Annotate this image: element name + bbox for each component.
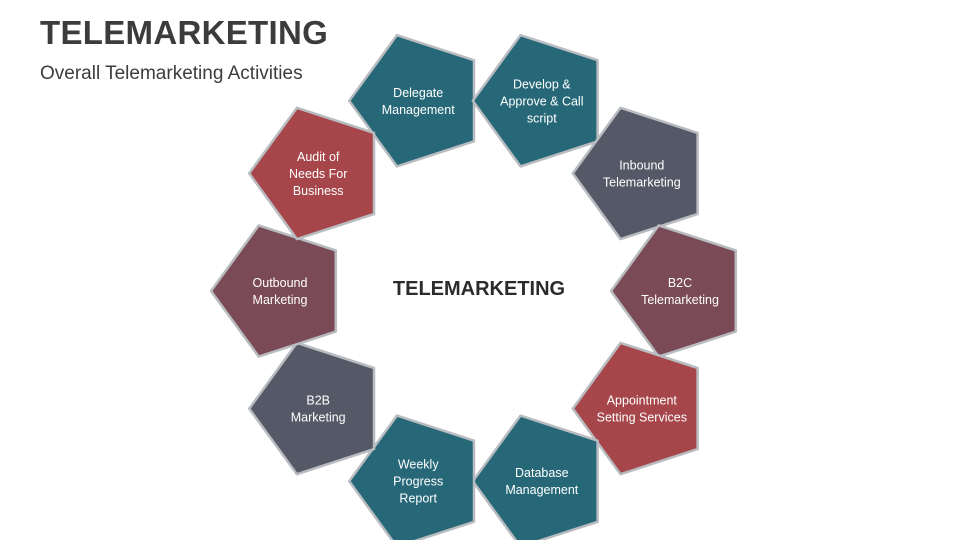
pentagon-label-line: Progress (393, 475, 443, 489)
pentagon-label-line: B2B (306, 394, 330, 408)
pentagon-shape (571, 106, 699, 241)
pentagon-label-line: Delegate (393, 86, 443, 100)
pentagon-shape (471, 33, 599, 168)
pentagon-shape (471, 414, 599, 540)
pentagon-label-line: Marketing (253, 293, 308, 307)
pentagon-shape (247, 341, 376, 476)
pentagon-label-line: Appointment (607, 394, 678, 408)
pentagon-label-line: Weekly (398, 458, 440, 472)
pentagon-label-line: Marketing (291, 411, 346, 425)
pentagon-label-line: Management (382, 103, 455, 117)
pentagon-label-line: Report (399, 492, 437, 506)
pentagon-label: B2C Telemarketing (641, 276, 719, 307)
pentagon-label-line: Develop & (513, 77, 571, 91)
pentagon-shape (247, 106, 376, 241)
pentagon-shape (609, 224, 738, 358)
pentagon-label-line: script (527, 111, 557, 125)
pentagon-label-line: Approve & Call (500, 94, 583, 108)
pentagon-label-line: Setting Services (597, 411, 687, 425)
center-label: TELEMARKETING (393, 278, 565, 300)
pentagon-shape (209, 224, 338, 358)
pentagon-label-line: B2C (668, 276, 692, 290)
pentagon-label-line: Database (515, 466, 569, 480)
pentagon-label-line: Inbound (619, 158, 664, 172)
pentagon-label: B2B Marketing (291, 394, 346, 425)
pentagon-label-line: Needs For (289, 167, 347, 181)
pentagon-b2b-marketing: B2B Marketing (247, 341, 376, 476)
pentagon-shape (347, 33, 476, 168)
pentagon-label-line: Telemarketing (603, 175, 681, 189)
pentagon-label-line: Telemarketing (641, 293, 719, 307)
page-subtitle: Overall Telemarketing Activities (40, 63, 303, 84)
pentagon-label-line: Outbound (253, 276, 308, 290)
pentagon-label: Develop & Approve & Call script (500, 77, 583, 125)
pentagon-b2c-telemarketing: B2C Telemarketing (609, 224, 738, 358)
pentagon-label-line: Business (293, 184, 344, 198)
pentagon-label-line: Audit of (297, 150, 340, 164)
pentagon-shape (571, 341, 699, 476)
page-title: TELEMARKETING (40, 14, 329, 51)
pentagon-label-line: Management (505, 483, 578, 497)
pentagon-develop-approve-call-script: Develop & Approve & Call script (471, 33, 599, 168)
pentagon-shape (347, 414, 476, 540)
